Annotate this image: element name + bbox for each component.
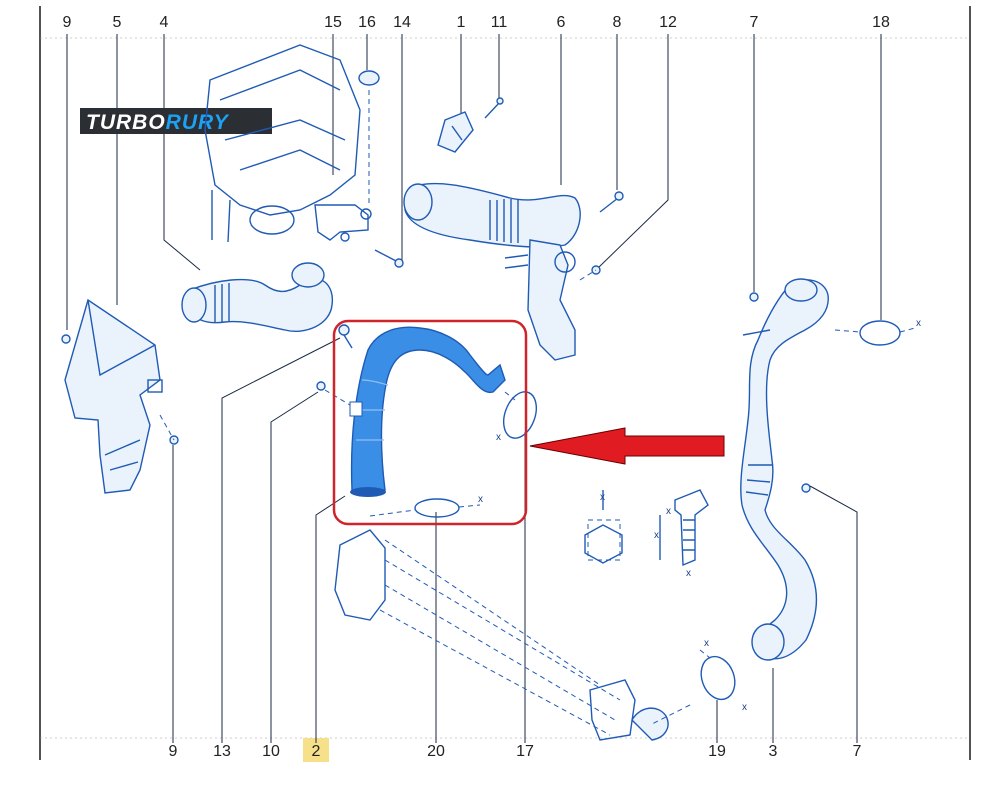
callout-top-6: 6 xyxy=(557,14,566,31)
callout-top-18: 18 xyxy=(872,14,890,31)
logo-text-turbo: TURBO xyxy=(86,111,166,134)
bolt-part-13 xyxy=(338,324,353,349)
red-pointer-arrow xyxy=(529,427,725,465)
callout-bottom-3: 3 xyxy=(769,743,778,760)
callout-bottom-7: 7 xyxy=(853,743,862,760)
air-duct-part-5 xyxy=(64,298,163,494)
dimension-x-label: x xyxy=(496,432,501,443)
bottom-callout-numbers: 9 13 10 2 20 17 19 3 7 xyxy=(169,743,862,760)
intercooler xyxy=(334,529,669,741)
screw-part-11 xyxy=(484,97,504,119)
callout-top-1: 1 xyxy=(457,14,466,31)
callout-top-8: 8 xyxy=(613,14,622,31)
bolt-part-14 xyxy=(374,249,404,268)
bolt-detail: x x x xyxy=(654,489,709,579)
bolt-part-7-top xyxy=(749,292,759,302)
air-intake-housing xyxy=(204,44,361,243)
callout-bottom-17: 17 xyxy=(516,743,534,760)
callout-bottom-2: 2 xyxy=(312,743,321,760)
callout-bottom-13: 13 xyxy=(213,743,231,760)
svg-text:TURBORURY: TURBORURY xyxy=(86,111,230,134)
highlighted-hose-part-2 xyxy=(349,326,506,497)
diagram-frame xyxy=(39,6,971,760)
nut-detail: x xyxy=(584,490,623,564)
bolt-part-10 xyxy=(316,381,351,406)
dimension-x-label: x xyxy=(654,530,659,541)
callout-top-16: 16 xyxy=(358,14,376,31)
callout-bottom-20: 20 xyxy=(427,743,445,760)
callout-leader-lines xyxy=(66,34,882,743)
callout-top-9: 9 xyxy=(63,14,72,31)
callout-top-14: 14 xyxy=(393,14,411,31)
dimension-x-label: x xyxy=(686,568,691,579)
bolt-part-8 xyxy=(599,191,624,213)
nut-part-16 xyxy=(358,70,380,205)
highlight-frame xyxy=(332,319,528,526)
gasket-part-19: x x xyxy=(649,638,747,726)
dimension-x-label: x xyxy=(916,318,921,329)
callout-top-12: 12 xyxy=(659,14,677,31)
callout-top-15: 15 xyxy=(324,14,342,31)
callout-bottom-19: 19 xyxy=(708,743,726,760)
sensor-part-1 xyxy=(437,111,474,153)
gasket-part-20: x xyxy=(369,494,483,518)
callout-bottom-10: 10 xyxy=(262,743,280,760)
top-callout-numbers: 9 5 4 15 16 14 1 11 6 8 12 7 18 xyxy=(63,14,890,31)
nut-part-12 xyxy=(579,265,601,281)
dimension-x-label: x xyxy=(600,492,605,503)
callout-top-5: 5 xyxy=(113,14,122,31)
hose-part-3 xyxy=(740,278,829,661)
callout-top-4: 4 xyxy=(160,14,169,31)
dimension-x-label: x xyxy=(742,702,747,713)
bolt-part-7-bottom xyxy=(801,483,811,493)
dimension-x-label: x xyxy=(666,506,671,517)
nut-part-9-bottom xyxy=(159,414,179,445)
callout-bottom-9: 9 xyxy=(169,743,178,760)
hose-part-4 xyxy=(181,262,334,332)
hose-part-6 xyxy=(403,182,581,361)
dimension-x-label: x xyxy=(478,494,483,505)
dimension-x-label: x xyxy=(704,638,709,649)
bracket-part-15 xyxy=(314,204,372,242)
nut-part-9-top xyxy=(61,334,71,344)
gasket-part-17: x xyxy=(496,391,538,443)
turborury-logo: TURBORURY xyxy=(80,108,272,134)
callout-top-7: 7 xyxy=(750,14,759,31)
logo-text-rury: RURY xyxy=(166,111,230,134)
callout-top-11: 11 xyxy=(491,14,508,31)
gasket-part-18: x xyxy=(834,318,921,346)
